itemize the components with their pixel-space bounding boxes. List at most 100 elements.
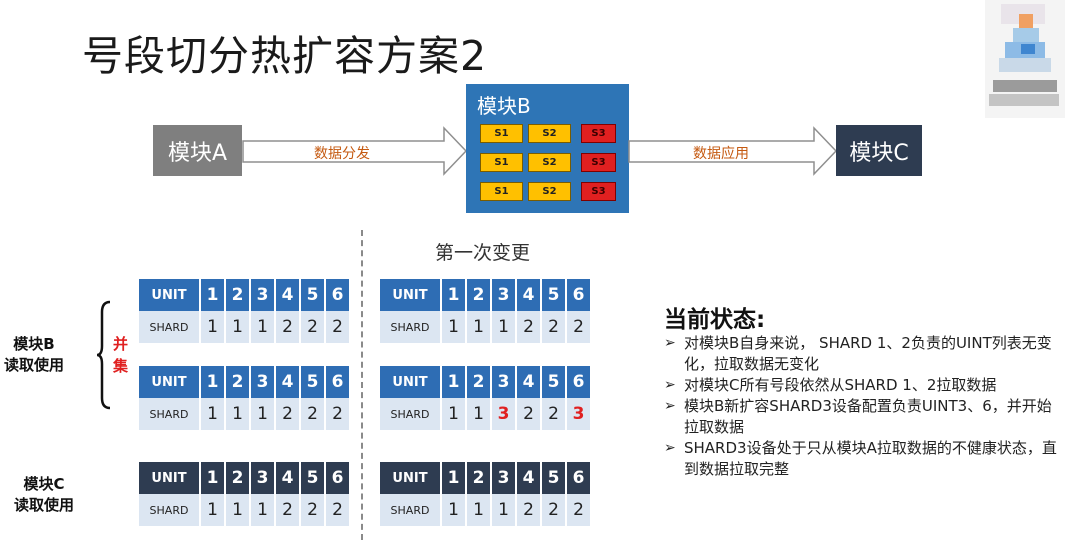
unit-cell: 5 [542, 366, 567, 398]
unit-cell: 4 [276, 279, 301, 311]
shard-label: SHARD [380, 311, 442, 343]
unit-cell: 4 [517, 366, 542, 398]
shard-cell: 2 [301, 398, 326, 430]
shard-label: SHARD [139, 494, 201, 526]
unit-header-row: UNIT 1 2 3 4 5 6 [380, 279, 592, 311]
unit-label: UNIT [380, 279, 442, 311]
unit-cell: 1 [442, 366, 467, 398]
unit-cell: 6 [326, 366, 351, 398]
unit-cell: 6 [567, 366, 592, 398]
module-a-box: 模块A [153, 125, 242, 176]
unit-cell: 6 [326, 462, 351, 494]
shard-cell: 1 [492, 311, 517, 343]
unit-cell: 3 [492, 279, 517, 311]
right-table-2: UNIT 1 2 3 4 5 6 SHARD 1 1 3 2 2 3 [380, 366, 592, 430]
shard-cell: 1 [442, 494, 467, 526]
unit-header-row: UNIT 1 2 3 4 5 6 [139, 366, 351, 398]
shard-cell: 1 [442, 311, 467, 343]
shard-chip-s1: S1 [480, 153, 523, 172]
shard-label: SHARD [139, 398, 201, 430]
unit-cell: 6 [326, 279, 351, 311]
shard-cell: 1 [442, 398, 467, 430]
shard-cell: 1 [251, 494, 276, 526]
unit-cell: 2 [226, 366, 251, 398]
arrow-bullet-icon: ➢ [664, 333, 684, 375]
shard-cell: 2 [542, 311, 567, 343]
shard-cell: 1 [467, 494, 492, 526]
page-title: 号段切分热扩容方案2 [82, 22, 487, 82]
shard-cell: 1 [226, 311, 251, 343]
shard-row: SHARD 1 1 1 2 2 2 [139, 311, 351, 343]
shard-cell-changed: 3 [567, 398, 592, 430]
unit-cell: 3 [251, 462, 276, 494]
module-b-read-label: 模块B 读取使用 [4, 334, 64, 376]
left-table-3: UNIT 1 2 3 4 5 6 SHARD 1 1 1 2 2 2 [139, 462, 351, 526]
shard-row: SHARD 1 1 3 2 2 3 [380, 398, 592, 430]
unit-cell: 5 [542, 279, 567, 311]
shard-cell: 2 [567, 311, 592, 343]
unit-cell: 1 [442, 462, 467, 494]
shard-label: SHARD [380, 398, 442, 430]
shard-chip-s1: S1 [480, 182, 523, 201]
shard-cell: 1 [226, 494, 251, 526]
unit-label: UNIT [139, 279, 201, 311]
avatar [985, 0, 1065, 118]
unit-cell: 1 [201, 366, 226, 398]
unit-header-row: UNIT 1 2 3 4 5 6 [380, 462, 592, 494]
arrow-bullet-icon: ➢ [664, 438, 684, 480]
shard-chip-s2: S2 [528, 182, 571, 201]
shard-cell: 1 [467, 311, 492, 343]
shard-cell: 2 [542, 494, 567, 526]
unit-cell: 3 [492, 366, 517, 398]
module-c-label: 模块C [849, 135, 908, 167]
shard-chip-s3: S3 [581, 182, 616, 201]
unit-cell: 3 [251, 366, 276, 398]
shard-cell: 2 [301, 494, 326, 526]
change-title: 第一次变更 [435, 238, 530, 265]
unit-cell: 1 [201, 462, 226, 494]
shard-cell: 2 [276, 494, 301, 526]
shard-row: SHARD 1 1 1 2 2 2 [139, 494, 351, 526]
unit-label: UNIT [380, 462, 442, 494]
unit-cell: 1 [201, 279, 226, 311]
shard-chip-s3: S3 [581, 153, 616, 172]
arrow-bullet-icon: ➢ [664, 396, 684, 438]
shard-cell: 1 [492, 494, 517, 526]
shard-cell: 1 [201, 311, 226, 343]
shard-cell: 2 [326, 311, 351, 343]
unit-cell: 4 [517, 279, 542, 311]
shard-row: SHARD 1 1 1 2 2 2 [380, 494, 592, 526]
unit-cell: 2 [467, 462, 492, 494]
shard-cell: 2 [542, 398, 567, 430]
shard-cell: 2 [301, 311, 326, 343]
unit-cell: 5 [542, 462, 567, 494]
shard-cell: 1 [251, 398, 276, 430]
unit-cell: 3 [251, 279, 276, 311]
shard-row: SHARD 1 1 1 2 2 2 [139, 398, 351, 430]
unit-cell: 2 [467, 279, 492, 311]
unit-cell: 5 [301, 366, 326, 398]
shard-chip-s2: S2 [528, 124, 571, 143]
unit-cell: 6 [567, 462, 592, 494]
unit-label: UNIT [139, 462, 201, 494]
unit-cell: 1 [442, 279, 467, 311]
arrow-label-apply: 数据应用 [693, 143, 749, 163]
shard-row: SHARD 1 1 1 2 2 2 [380, 311, 592, 343]
unit-cell: 3 [492, 462, 517, 494]
shard-chip-s1: S1 [480, 124, 523, 143]
shard-chip-s3: S3 [581, 124, 616, 143]
shard-chip-s2: S2 [528, 153, 571, 172]
right-table-3: UNIT 1 2 3 4 5 6 SHARD 1 1 1 2 2 2 [380, 462, 592, 526]
unit-cell: 4 [276, 366, 301, 398]
status-title: 当前状态: [664, 300, 765, 334]
shard-label: SHARD [380, 494, 442, 526]
module-a-label: 模块A [168, 135, 227, 167]
status-bullet-list: ➢ 对模块B自身来说， SHARD 1、2负责的UINT列表无变化，拉取数据无变… [664, 333, 1064, 480]
shard-cell: 2 [276, 398, 301, 430]
unit-cell: 4 [276, 462, 301, 494]
shard-cell: 1 [226, 398, 251, 430]
shard-cell: 2 [517, 494, 542, 526]
status-bullet-text: 模块B新扩容SHARD3设备配置负责UINT3、6，并开始拉取数据 [684, 396, 1064, 438]
unit-cell: 2 [226, 462, 251, 494]
module-b-shard-grid: S1 S2 S3 S1 S2 S3 S1 S2 S3 [480, 124, 616, 201]
